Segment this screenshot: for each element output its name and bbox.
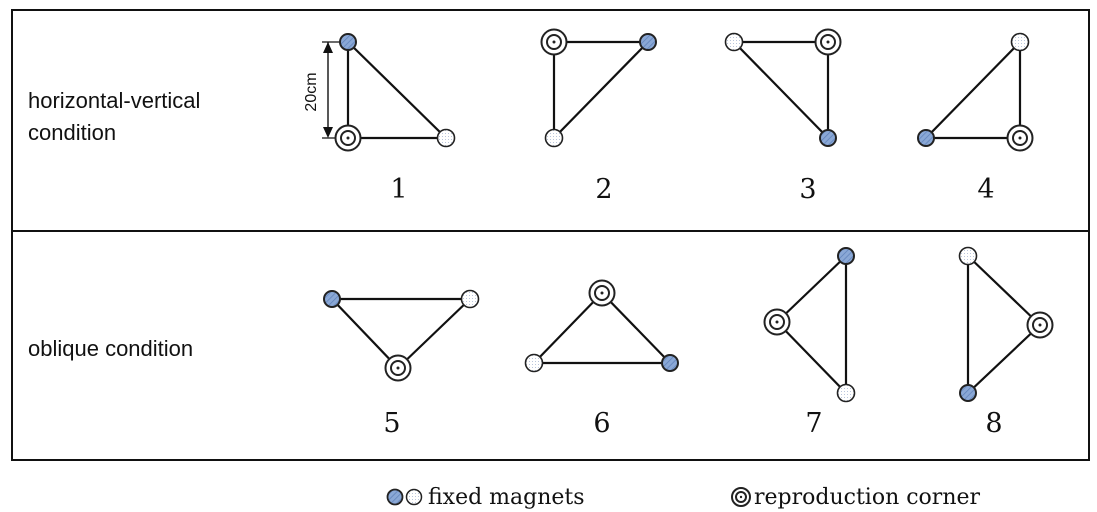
- reproduction-corner-icon: [540, 28, 568, 56]
- white-magnet-icon: [524, 353, 544, 373]
- example-number-2: 2: [595, 174, 612, 205]
- reproduction-corner-icon: [1026, 311, 1054, 339]
- legend-repro-label: reproduction corner: [754, 485, 981, 510]
- white-magnet-icon: [724, 32, 744, 52]
- white-magnet-icon: [436, 128, 456, 148]
- fixed-magnets-blue: [323, 33, 977, 402]
- example-number-6: 6: [593, 408, 610, 439]
- panel-oblique: [11, 230, 1090, 461]
- white-magnet-icon: [544, 128, 564, 148]
- condition-label-oblique: oblique condition: [28, 336, 193, 361]
- white-magnet-icon: [1010, 32, 1030, 52]
- condition-label-horizontal-vertical: horizontal-vertical condition: [28, 88, 207, 145]
- reproduction-corner-icon: [814, 28, 842, 56]
- white-magnet-icon: [958, 246, 978, 266]
- example-number-5: 5: [383, 408, 400, 439]
- example-number-3: 3: [799, 174, 816, 205]
- blue-magnet-icon: [917, 129, 935, 147]
- white-magnet-icon: [460, 289, 480, 309]
- reproduction-corner-icon: [334, 124, 362, 152]
- blue-magnet-icon: [661, 354, 679, 372]
- example-number-8: 8: [985, 408, 1002, 439]
- blue-magnet-icon: [819, 129, 837, 147]
- blue-magnet-icon: [639, 33, 657, 51]
- reproduction-corners: [334, 28, 1054, 382]
- blue-magnet-icon: [959, 384, 977, 402]
- dimension-indicator: 20cm: [303, 41, 346, 139]
- legend-blue-magnet-icon: [386, 488, 404, 506]
- blue-magnet-icon: [323, 290, 341, 308]
- blue-magnet-icon: [837, 247, 855, 265]
- legend-magnets-label: fixed magnets: [428, 485, 585, 510]
- fixed-magnets-white: [436, 32, 1030, 403]
- dimension-label: 20cm: [303, 72, 320, 111]
- legend-reproduction-corner-icon: [731, 487, 751, 507]
- reproduction-corner-icon: [763, 308, 791, 336]
- reproduction-corner-icon: [588, 279, 616, 307]
- legend-white-magnet-icon: [405, 488, 423, 506]
- example-number-4: 4: [977, 174, 994, 205]
- legend: fixed magnets reproduction corner: [386, 485, 981, 510]
- reproduction-corner-icon: [1006, 124, 1034, 152]
- example-number-7: 7: [805, 408, 822, 439]
- triangle-edges: [331, 40, 1041, 394]
- blue-magnet-icon: [339, 33, 357, 51]
- reproduction-corner-icon: [384, 354, 412, 382]
- example-numbers: 1 2 3 4 5 6 7 8: [383, 174, 1002, 439]
- white-magnet-icon: [836, 383, 856, 403]
- example-number-1: 1: [390, 174, 407, 205]
